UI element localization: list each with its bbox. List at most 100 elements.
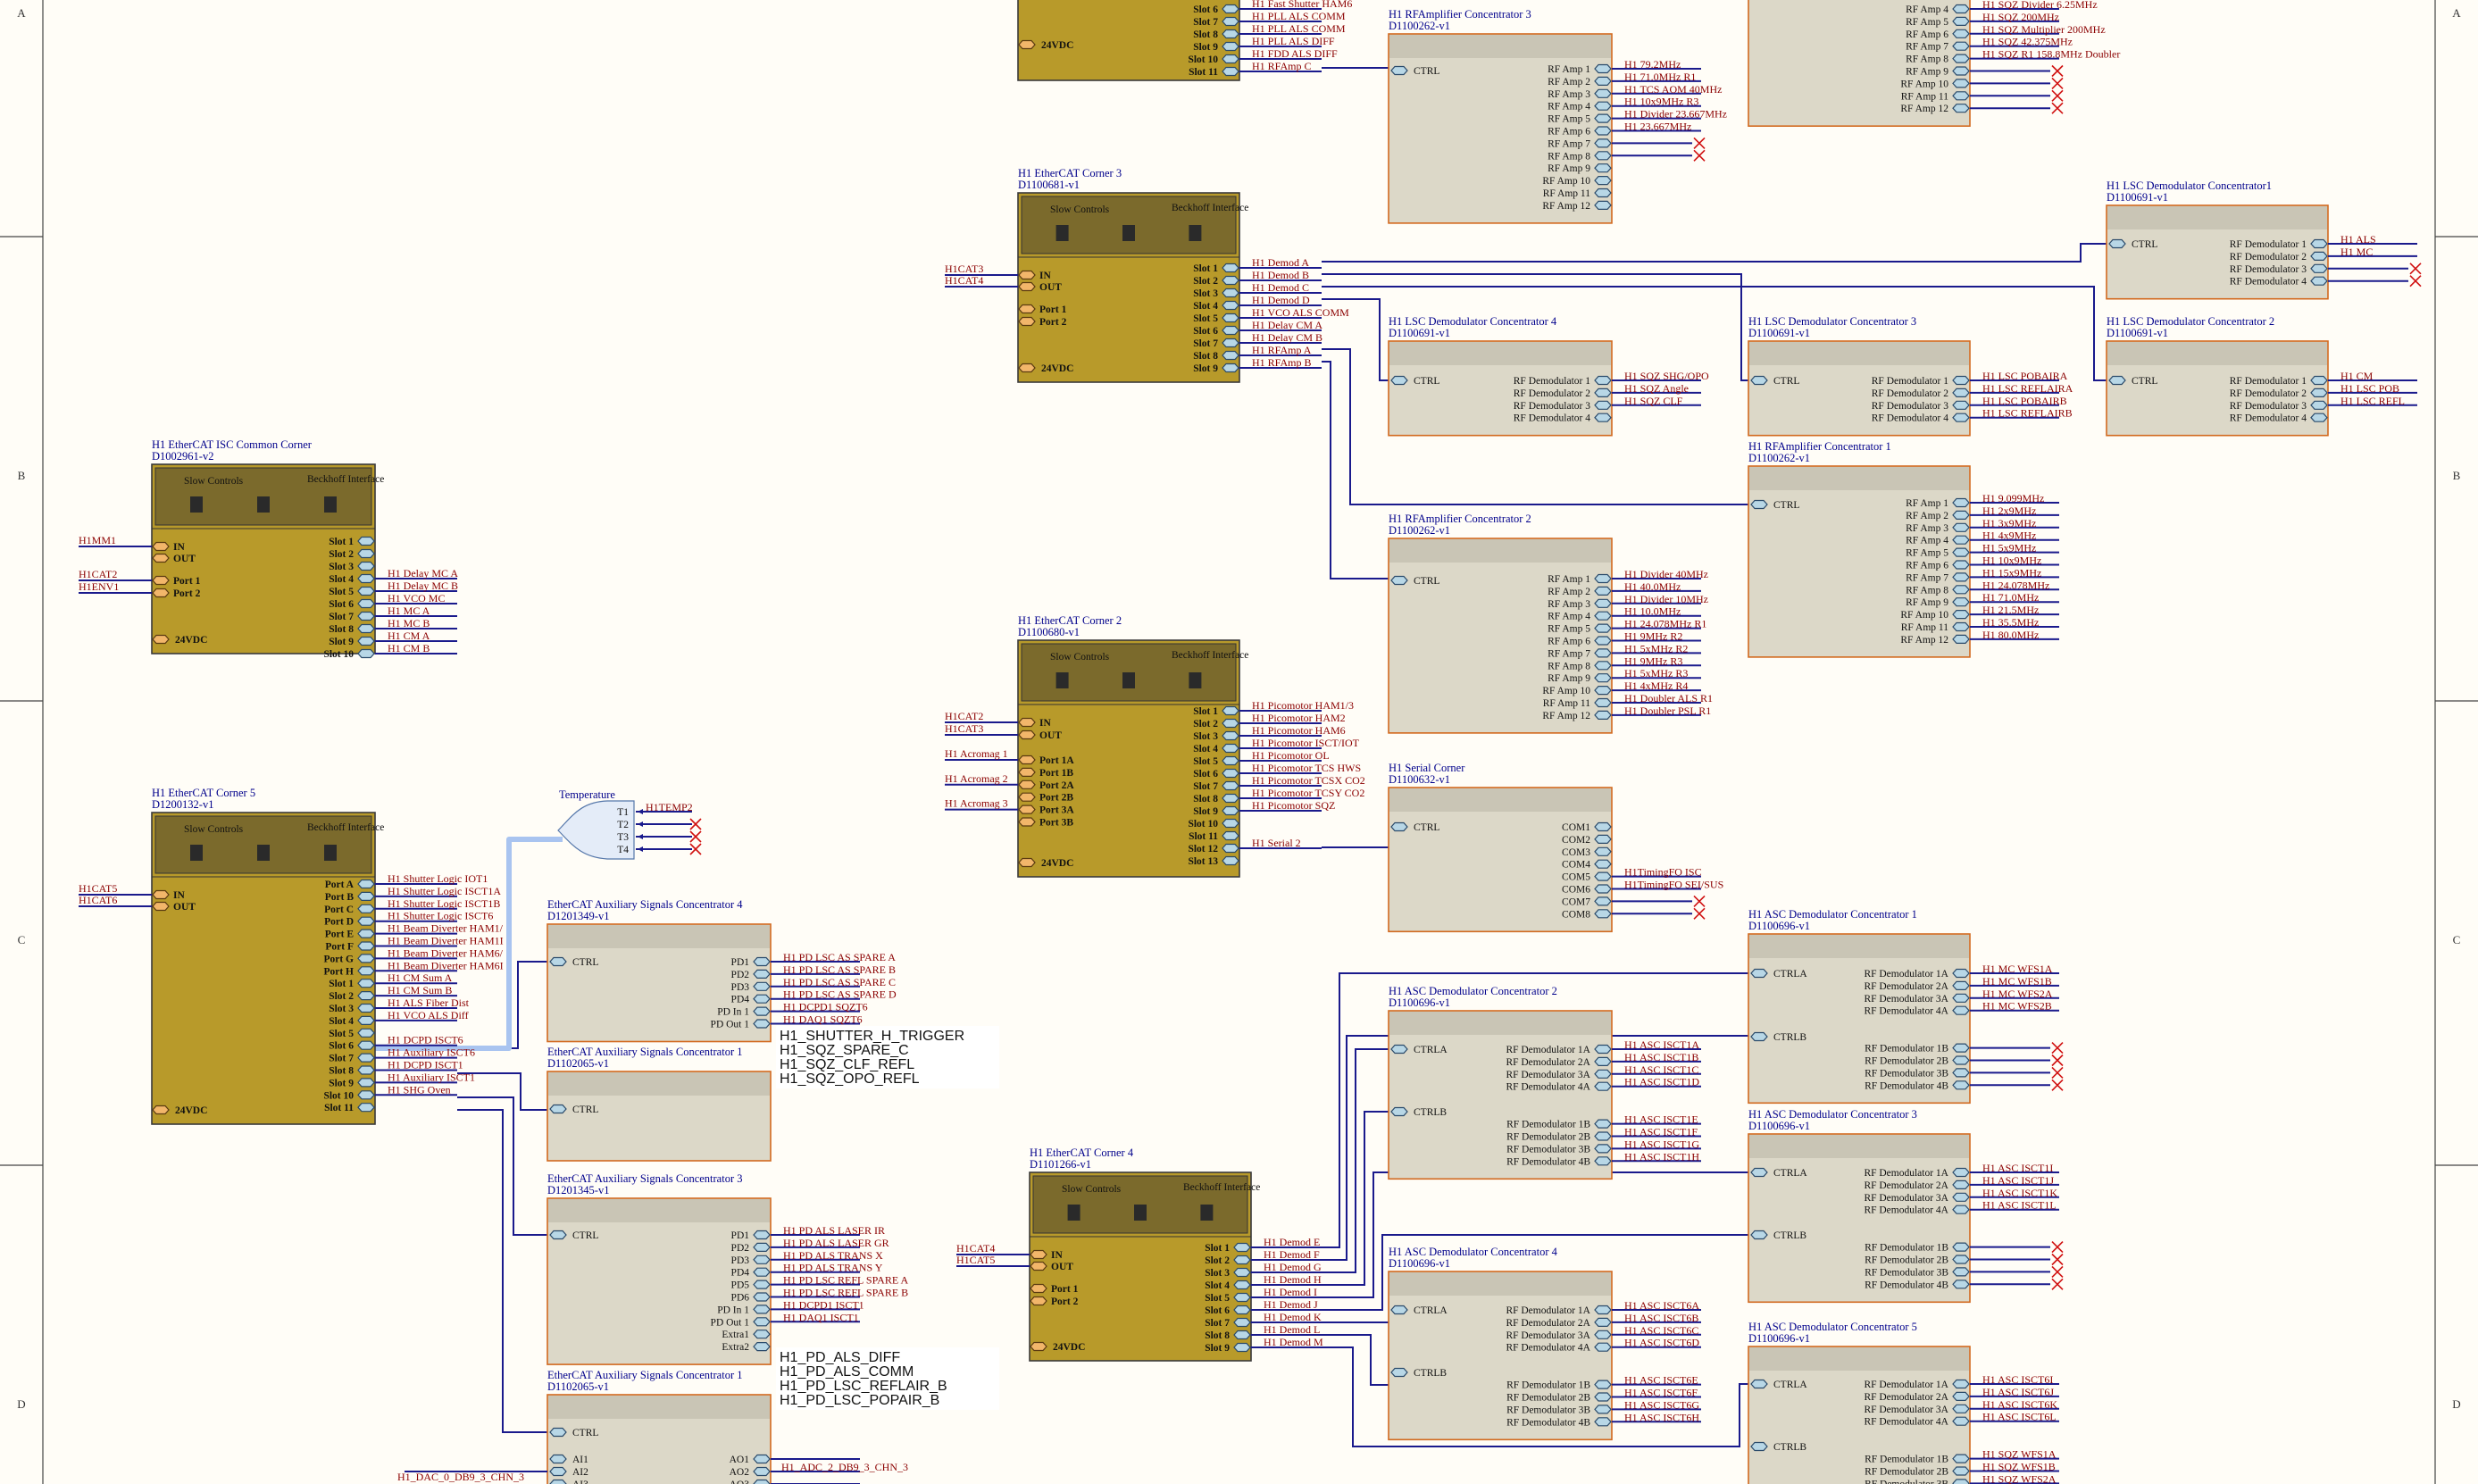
connector-pin[interactable]: [358, 650, 374, 658]
connector-pin[interactable]: [1222, 68, 1239, 76]
connector-pin[interactable]: [1595, 201, 1611, 209]
connector-pin[interactable]: [1222, 832, 1239, 840]
connector-pin[interactable]: [754, 958, 770, 966]
connector-pin[interactable]: [1595, 575, 1611, 583]
connector-pin[interactable]: [1222, 43, 1239, 51]
connector-pin[interactable]: [358, 880, 374, 888]
connector-pin[interactable]: [1595, 872, 1611, 880]
connector-pin[interactable]: [1595, 89, 1611, 97]
connector-pin[interactable]: [2109, 240, 2125, 248]
connector-pin[interactable]: [754, 1255, 770, 1263]
connector-pin[interactable]: [358, 600, 374, 608]
connector-pin[interactable]: [1595, 897, 1611, 905]
connector-pin[interactable]: [358, 1091, 374, 1099]
connector-pin[interactable]: [2311, 240, 2327, 248]
connector-pin[interactable]: [1222, 264, 1239, 272]
connector-pin[interactable]: [1953, 1380, 1969, 1388]
connector-pin[interactable]: [358, 1005, 374, 1013]
connector-pin[interactable]: [1030, 1251, 1047, 1259]
connector-pin[interactable]: [358, 892, 374, 900]
connector-pin[interactable]: [1595, 823, 1611, 831]
connector-pin[interactable]: [153, 577, 169, 585]
connector-pin[interactable]: [2311, 377, 2327, 385]
connector-pin[interactable]: [358, 905, 374, 913]
connector-pin[interactable]: [358, 930, 374, 938]
connector-pin[interactable]: [153, 543, 169, 551]
connector-pin[interactable]: [1234, 1281, 1250, 1289]
connector-pin[interactable]: [1751, 1380, 1767, 1388]
connector-pin[interactable]: [1595, 624, 1611, 632]
connector-pin[interactable]: [550, 1105, 566, 1113]
connector-pin[interactable]: [1595, 114, 1611, 122]
connector-pin[interactable]: [1953, 42, 1969, 50]
connector-pin[interactable]: [1391, 67, 1407, 75]
connector-pin[interactable]: [1595, 910, 1611, 918]
connector-pin[interactable]: [1595, 1132, 1611, 1140]
connector-pin[interactable]: [1953, 981, 1969, 989]
connector-pin[interactable]: [754, 1280, 770, 1288]
connector-pin[interactable]: [358, 1104, 374, 1112]
connector-pin[interactable]: [1595, 377, 1611, 385]
connector-pin[interactable]: [1222, 807, 1239, 815]
connector-pin[interactable]: [1019, 283, 1035, 291]
connector-pin[interactable]: [1595, 127, 1611, 135]
connector-pin[interactable]: [1953, 92, 1969, 100]
connector-pin[interactable]: [1953, 377, 1969, 385]
connector-pin[interactable]: [754, 1318, 770, 1326]
connector-pin[interactable]: [754, 1231, 770, 1239]
connector-pin[interactable]: [550, 1429, 566, 1437]
connector-pin[interactable]: [1953, 635, 1969, 643]
connector-pin[interactable]: [1030, 1297, 1047, 1305]
connector-pin[interactable]: [1953, 499, 1969, 507]
connector-pin[interactable]: [1953, 1255, 1969, 1263]
connector-pin[interactable]: [1953, 29, 1969, 38]
connector-pin[interactable]: [1222, 5, 1239, 13]
connector-pin[interactable]: [358, 1029, 374, 1037]
connector-pin[interactable]: [1222, 820, 1239, 828]
connector-pin[interactable]: [1751, 1169, 1767, 1177]
connector-pin[interactable]: [2311, 413, 2327, 421]
connector-pin[interactable]: [1222, 795, 1239, 803]
connector-pin[interactable]: [1019, 364, 1035, 372]
connector-pin[interactable]: [1751, 377, 1767, 385]
connector-pin[interactable]: [1953, 5, 1969, 13]
connector-pin[interactable]: [550, 958, 566, 966]
connector-pin[interactable]: [754, 1480, 770, 1484]
connector-pin[interactable]: [1391, 823, 1407, 831]
connector-pin[interactable]: [153, 891, 169, 899]
connector-pin[interactable]: [358, 1016, 374, 1024]
connector-pin[interactable]: [358, 917, 374, 925]
connector-pin[interactable]: [1391, 1108, 1407, 1116]
connector-pin[interactable]: [754, 1330, 770, 1338]
connector-pin[interactable]: [1953, 548, 1969, 556]
connector-pin[interactable]: [1953, 536, 1969, 544]
connector-pin[interactable]: [1019, 305, 1035, 313]
connector-pin[interactable]: [1953, 1180, 1969, 1188]
connector-pin[interactable]: [1953, 1455, 1969, 1463]
connector-pin[interactable]: [1391, 577, 1407, 585]
connector-pin[interactable]: [1953, 1268, 1969, 1276]
connector-pin[interactable]: [1953, 1243, 1969, 1251]
connector-pin[interactable]: [358, 992, 374, 1000]
connector-pin[interactable]: [1595, 139, 1611, 147]
connector-pin[interactable]: [1222, 18, 1239, 26]
connector-pin[interactable]: [1595, 177, 1611, 185]
connector-pin[interactable]: [1953, 401, 1969, 409]
connector-pin[interactable]: [1595, 152, 1611, 160]
connector-pin[interactable]: [1595, 1082, 1611, 1090]
connector-pin[interactable]: [1234, 1244, 1250, 1252]
connector-pin[interactable]: [2109, 377, 2125, 385]
connector-pin[interactable]: [1030, 1343, 1047, 1351]
connector-pin[interactable]: [754, 1020, 770, 1028]
connector-pin[interactable]: [1222, 732, 1239, 740]
connector-pin[interactable]: [358, 955, 374, 963]
connector-pin[interactable]: [1953, 1006, 1969, 1014]
connector-pin[interactable]: [1234, 1344, 1250, 1352]
connector-pin[interactable]: [1953, 104, 1969, 113]
connector-pin[interactable]: [1222, 845, 1239, 853]
connector-pin[interactable]: [1595, 1380, 1611, 1388]
connector-pin[interactable]: [1019, 768, 1035, 776]
connector-pin[interactable]: [1234, 1269, 1250, 1277]
connector-pin[interactable]: [754, 982, 770, 990]
connector-pin[interactable]: [1953, 67, 1969, 75]
